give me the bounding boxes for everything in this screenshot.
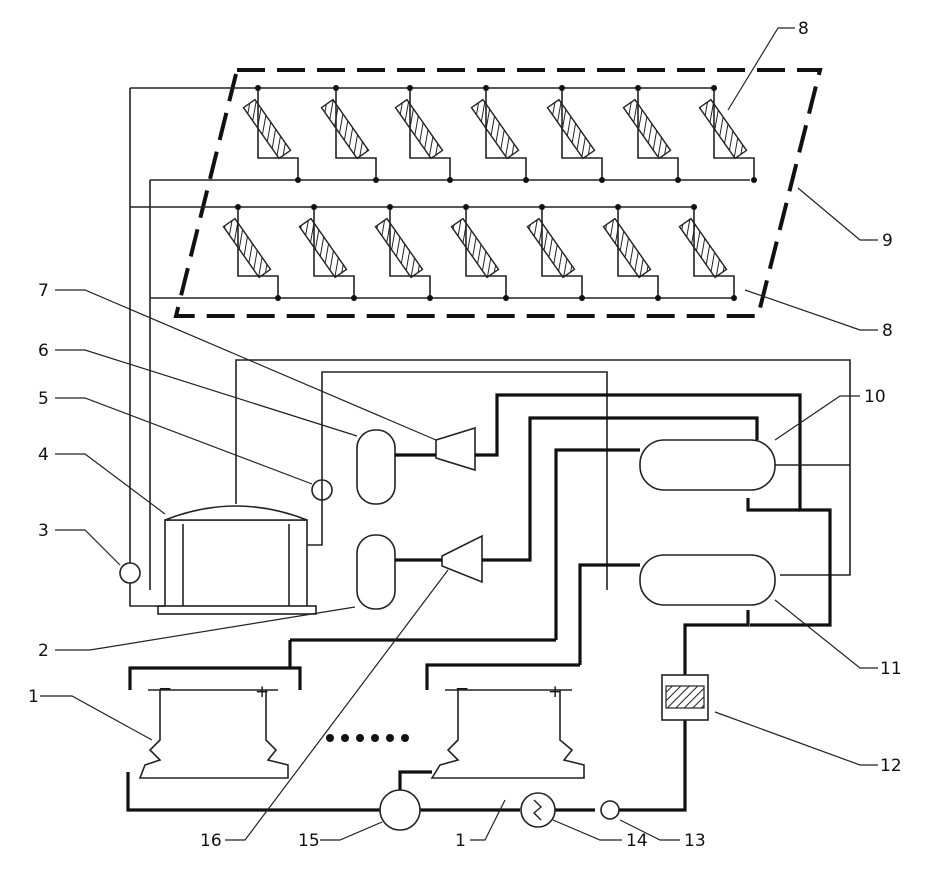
- solar-collector: [527, 204, 585, 301]
- solar-collector: [679, 204, 737, 301]
- separator-15: [380, 790, 420, 830]
- electrolyzer-left-plus: +: [255, 682, 269, 702]
- electrolyzer-right-minus: −: [455, 679, 469, 699]
- label-2: 2: [38, 641, 49, 661]
- solar-collector: [321, 85, 379, 183]
- solar-collector: [603, 204, 661, 301]
- solar-collector: [375, 204, 433, 301]
- label-8-bottom: 8: [882, 321, 893, 341]
- label-1-right: 1: [455, 831, 466, 851]
- electrolyzer-right: [432, 690, 584, 778]
- label-12: 12: [880, 756, 902, 776]
- label-10: 10: [864, 387, 886, 407]
- thermal-storage-tank: [158, 506, 316, 614]
- solar-collectors-upper-row: [243, 85, 757, 183]
- electrolyzer-series-ellipsis: [326, 734, 409, 742]
- electrolyzer-left-minus: −: [158, 679, 172, 699]
- solar-collector: [547, 85, 605, 183]
- label-8-top: 8: [798, 19, 809, 39]
- solar-collector: [299, 204, 357, 301]
- label-7: 7: [38, 281, 49, 301]
- label-5: 5: [38, 389, 49, 409]
- compressor-16: [442, 536, 482, 582]
- label-3: 3: [38, 521, 49, 541]
- reactor-11: [640, 555, 775, 605]
- solar-collector: [395, 85, 453, 183]
- solar-collector: [623, 85, 681, 183]
- label-9: 9: [882, 231, 893, 251]
- label-4: 4: [38, 445, 49, 465]
- compressor-7: [436, 428, 475, 470]
- storage-vessel-6: [357, 430, 395, 504]
- storage-vessel-2: [357, 535, 395, 609]
- solar-collector: [471, 85, 529, 183]
- solar-collector: [243, 85, 301, 183]
- solar-collector: [223, 204, 281, 301]
- solar-collector: [451, 204, 509, 301]
- solar-collectors-lower-row: [223, 204, 737, 301]
- label-13: 13: [684, 831, 706, 851]
- label-1-left: 1: [28, 687, 39, 707]
- reactor-10: [640, 440, 775, 490]
- heat-exchanger-core: [666, 686, 704, 708]
- solar-field-enclosure: [176, 70, 820, 316]
- solar-collector: [699, 85, 757, 183]
- electrolyzer-right-plus: +: [548, 682, 562, 702]
- label-11: 11: [880, 659, 902, 679]
- label-15: 15: [298, 831, 320, 851]
- label-14: 14: [626, 831, 648, 851]
- electrolyzer-left: [140, 690, 288, 778]
- pump-3: [120, 563, 140, 583]
- label-6: 6: [38, 341, 49, 361]
- pump-13: [601, 801, 619, 819]
- label-16: 16: [200, 831, 222, 851]
